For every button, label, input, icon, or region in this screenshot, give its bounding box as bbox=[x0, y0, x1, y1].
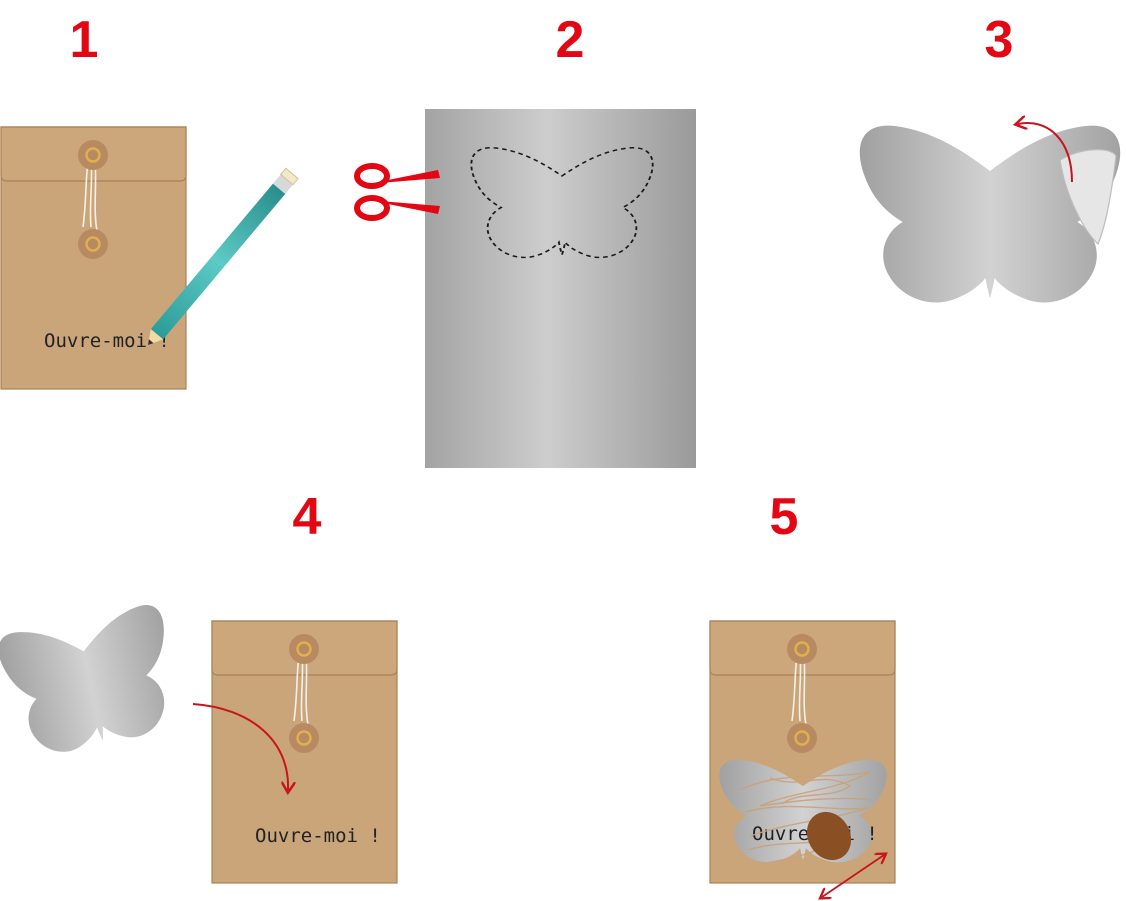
step-5-panel: Ouvre-moi ! bbox=[708, 619, 897, 897]
butterfly-icon bbox=[0, 601, 186, 762]
envelope-note-text: Ouvre-moi ! bbox=[255, 825, 381, 847]
envelope-note-text: Ouvre-moi ! bbox=[44, 330, 170, 352]
step-4-panel: Ouvre-moi ! bbox=[0, 601, 399, 885]
step-number-4: 4 bbox=[293, 488, 322, 546]
scratch-direction-arrow-icon bbox=[822, 855, 884, 897]
peeled-backing bbox=[1059, 149, 1117, 246]
step-3-panel bbox=[859, 123, 1121, 303]
scissors-icon bbox=[354, 163, 440, 221]
step-number-5: 5 bbox=[770, 488, 799, 546]
step-2-panel bbox=[354, 109, 696, 468]
step-number-2: 2 bbox=[556, 11, 585, 69]
step-1-panel: Ouvre-moi ! bbox=[0, 125, 299, 391]
curved-arrow-icon bbox=[192, 703, 288, 790]
step-number-1: 1 bbox=[70, 11, 99, 69]
curved-arrow-icon bbox=[1018, 123, 1073, 183]
pencil-icon bbox=[148, 167, 299, 345]
silver-sheet-icon bbox=[425, 109, 696, 468]
step-number-3: 3 bbox=[985, 11, 1014, 69]
coin-scratch-icon bbox=[806, 811, 852, 861]
